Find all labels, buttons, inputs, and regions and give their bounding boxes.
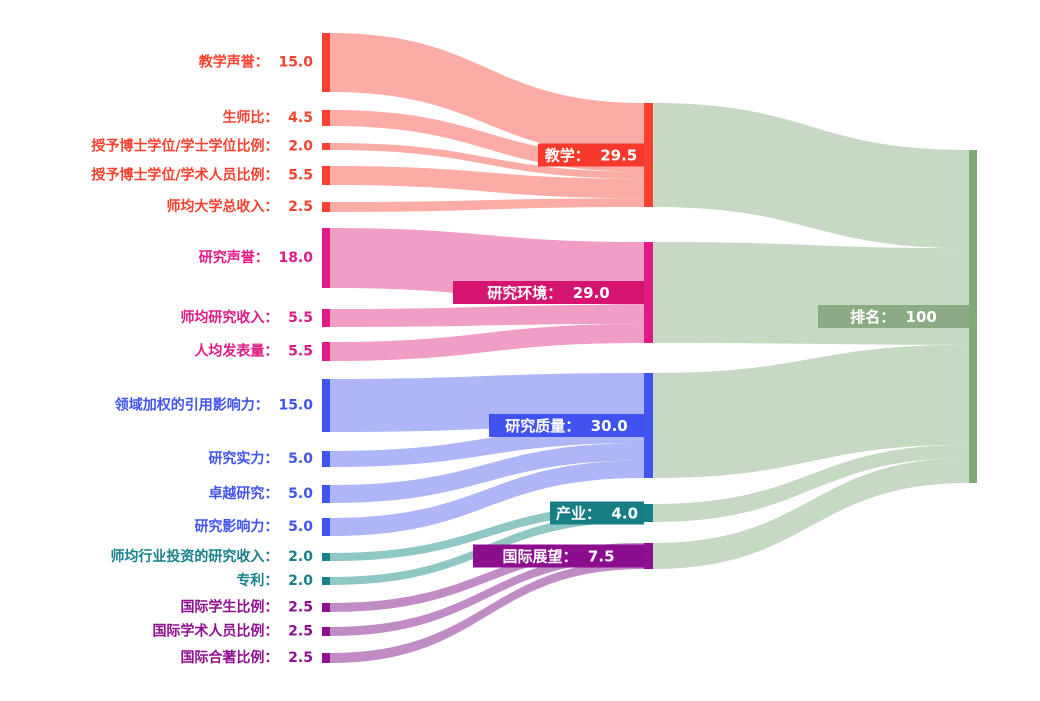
- node-label-student-staff-ratio: 生师比： 4.5: [222, 109, 313, 126]
- node-label-box-research-quality: [489, 414, 644, 437]
- sankey-node-research-excellence[interactable]: [322, 485, 330, 503]
- sankey-node-intl-students[interactable]: [322, 603, 330, 612]
- node-label-box-international-outlook: [473, 544, 644, 568]
- sankey-node-citation-impact[interactable]: [322, 379, 330, 432]
- sankey-node-teaching[interactable]: [644, 103, 653, 207]
- node-label-research-quality: 研究质量： 30.0: [505, 417, 627, 435]
- sankey-node-institutional-income[interactable]: [322, 202, 330, 212]
- sankey-node-intl-coauthorship[interactable]: [322, 653, 330, 663]
- node-label-box-industry: [550, 501, 644, 525]
- node-label-research-strength: 研究实力： 5.0: [208, 450, 313, 467]
- node-label-patents: 专利： 2.0: [236, 572, 313, 589]
- node-label-doctorate-bachelor-ratio: 授予博士学位/学士学位比例： 2.0: [91, 138, 313, 155]
- sankey-node-student-staff-ratio[interactable]: [322, 110, 330, 126]
- sankey-flow-research-income-to-research-environment: [330, 304, 644, 327]
- sankey-node-research-productivity[interactable]: [322, 342, 330, 361]
- sankey-node-international-outlook[interactable]: [644, 543, 653, 569]
- sankey-node-research-quality[interactable]: [644, 373, 653, 478]
- node-label-intl-staff: 国际学术人员比例： 2.5: [152, 623, 313, 640]
- sankey-node-research-income[interactable]: [322, 309, 330, 327]
- node-label-research-environment: 研究环境： 29.0: [487, 284, 609, 302]
- node-label-research-income: 师均研究收入： 5.5: [180, 309, 313, 326]
- sankey-node-research-environment[interactable]: [644, 242, 653, 343]
- sankey-node-industry-income[interactable]: [322, 553, 330, 561]
- sankey-flow-doctorate-staff-ratio-to-teaching: [330, 166, 644, 199]
- node-label-research-excellence: 卓越研究： 5.0: [208, 485, 313, 502]
- sankey-node-research-reputation[interactable]: [322, 228, 330, 288]
- node-label-box-teaching: [538, 143, 644, 167]
- sankey-node-rank[interactable]: [969, 150, 977, 483]
- sankey-node-research-influence[interactable]: [322, 518, 330, 536]
- node-label-industry-income: 师均行业投资的研究收入： 2.0: [110, 548, 313, 565]
- sankey-flow-research-excellence-to-research-quality: [330, 443, 644, 503]
- sankey-flow-research-quality-to-rank: [653, 344, 969, 478]
- sankey-flow-intl-students-to-international-outlook: [330, 543, 644, 612]
- node-label-teaching-reputation: 教学声誉： 15.0: [199, 54, 314, 71]
- sankey-flow-intl-staff-to-international-outlook: [330, 551, 644, 636]
- sankey-flow-doctorate-bachelor-ratio-to-teaching: [330, 143, 644, 179]
- sankey-node-doctorate-staff-ratio[interactable]: [322, 166, 330, 185]
- sankey-node-teaching-reputation[interactable]: [322, 33, 330, 92]
- node-label-box-research-environment: [453, 281, 644, 304]
- node-label-intl-students: 国际学生比例： 2.5: [180, 599, 313, 616]
- node-label-institutional-income: 师均大学总收入： 2.5: [166, 198, 313, 215]
- sankey-flow-international-outlook-to-rank: [653, 458, 969, 569]
- sankey-flow-research-productivity-to-research-environment: [330, 323, 644, 361]
- sankey-flow-research-environment-to-rank: [653, 242, 969, 345]
- sankey-flow-research-influence-to-research-quality: [330, 460, 644, 536]
- node-label-box-rank: [818, 305, 969, 328]
- node-label-international-outlook: 国际展望： 7.5: [502, 548, 614, 566]
- sankey-flow-industry-to-rank: [653, 444, 969, 522]
- sankey-node-doctorate-bachelor-ratio[interactable]: [322, 143, 330, 150]
- sankey-node-patents[interactable]: [322, 577, 330, 585]
- node-label-citation-impact: 领域加权的引用影响力： 15.0: [115, 397, 314, 414]
- node-label-research-reputation: 研究声誉： 18.0: [199, 249, 314, 266]
- node-label-research-productivity: 人均发表量： 5.5: [194, 343, 313, 360]
- node-label-research-influence: 研究影响力： 5.0: [194, 518, 313, 535]
- sankey-node-research-strength[interactable]: [322, 451, 330, 467]
- sankey-node-industry[interactable]: [644, 504, 653, 522]
- sankey-flow-industry-income-to-industry: [330, 504, 644, 561]
- sankey-node-intl-staff[interactable]: [322, 627, 330, 636]
- sankey-flow-teaching-to-rank: [653, 103, 969, 249]
- node-label-intl-coauthorship: 国际合著比例： 2.5: [180, 649, 313, 666]
- node-label-industry: 产业： 4.0: [556, 505, 638, 523]
- node-label-teaching: 教学： 29.5: [544, 147, 637, 165]
- sankey-flow-intl-coauthorship-to-international-outlook: [330, 560, 644, 663]
- node-label-doctorate-staff-ratio: 授予博士学位/学术人员比例： 5.5: [91, 167, 313, 184]
- sankey-flow-teaching-reputation-to-teaching: [330, 33, 644, 156]
- sankey-flow-institutional-income-to-teaching: [330, 198, 644, 212]
- node-label-rank: 排名： 100: [850, 308, 937, 326]
